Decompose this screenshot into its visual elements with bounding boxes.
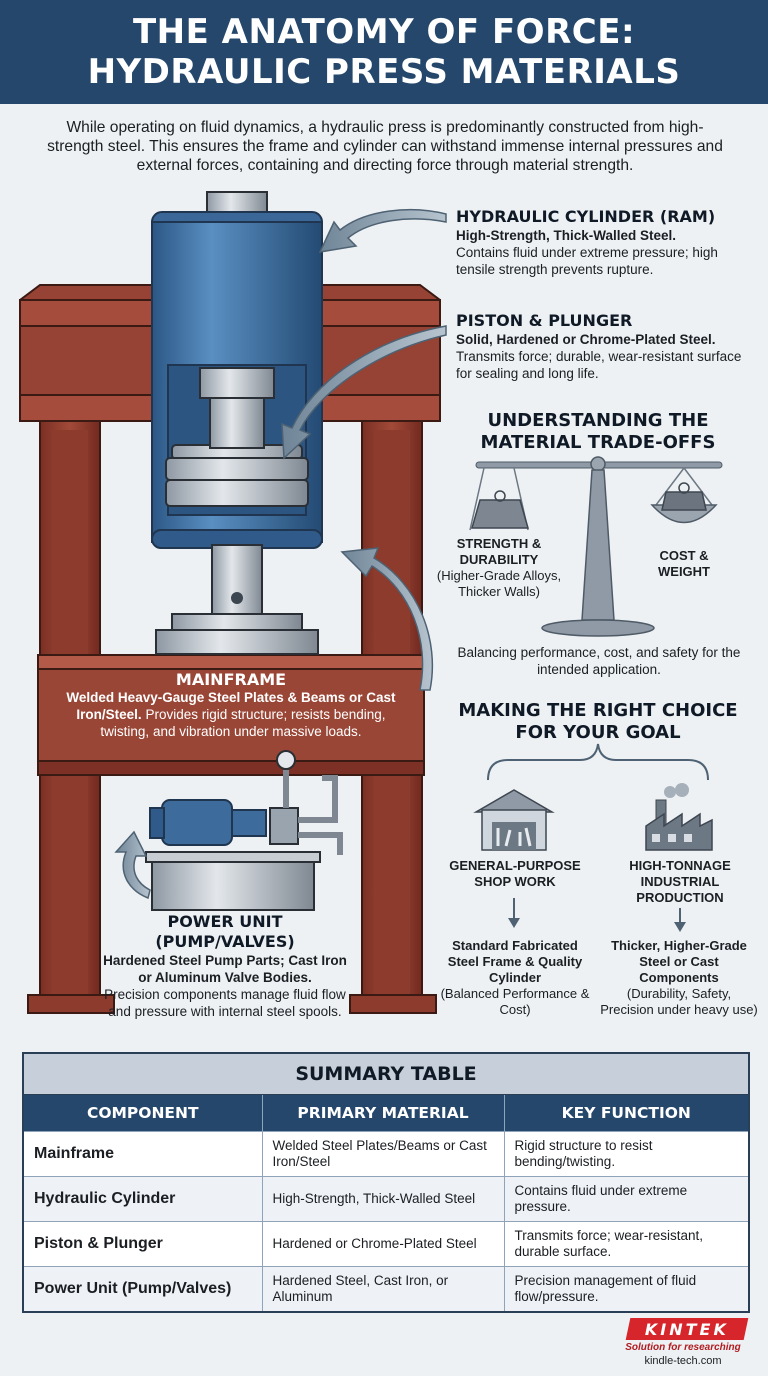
title-line-2: HYDRAULIC PRESS MATERIALS: [87, 52, 681, 92]
tradeoffs-title-2: MATERIAL TRADE-OFFS: [480, 432, 716, 453]
kintek-logo-text: KINTEK: [645, 1319, 729, 1339]
choice-title-2: FOR YOUR GOAL: [515, 722, 681, 743]
callout-power-title-1: POWER UNIT: [167, 912, 283, 931]
choice-right-result: Thicker, Higher-Grade Steel or Cast Comp…: [600, 938, 758, 1018]
table-cell: Hardened Steel, Cast Iron, or Aluminum: [262, 1266, 505, 1311]
summary-table-title: SUMMARY TABLE: [24, 1054, 748, 1095]
callout-mainframe-desc: Welded Heavy-Gauge Steel Plates & Beams …: [58, 689, 404, 740]
table-row: Power Unit (Pump/Valves) Hardened Steel,…: [24, 1266, 748, 1311]
table-cell: Piston & Plunger: [24, 1221, 263, 1267]
tradeoff-left-label: STRENGTH & DURABILITY (Higher-Grade Allo…: [436, 536, 562, 600]
choice-right-result-text: Thicker, Higher-Grade Steel or Cast Comp…: [611, 938, 747, 985]
choice-brace: [487, 743, 709, 781]
power-unit: [145, 750, 343, 911]
choice-title-1: MAKING THE RIGHT CHOICE: [458, 700, 738, 721]
kintek-logo: KINTEK: [625, 1318, 749, 1340]
callout-cylinder-material: High-Strength, Thick-Walled Steel.: [456, 228, 677, 243]
title-line-1: THE ANATOMY OF FORCE:: [132, 12, 636, 52]
mainframe-bed: [37, 654, 425, 776]
choice-left-note: (Balanced Performance & Cost): [440, 986, 590, 1017]
balance-scale-icon: [469, 456, 723, 637]
down-arrows: [508, 898, 686, 932]
table-row: Hydraulic Cylinder High-Strength, Thick-…: [24, 1176, 748, 1222]
callout-power-title-2: (PUMP/VALVES): [155, 932, 295, 951]
piston-plunger: [155, 544, 319, 655]
tradeoff-right-label: COST & WEIGHT: [636, 548, 732, 580]
callout-arrows: [114, 209, 447, 900]
callout-cylinder-title: HYDRAULIC CYLINDER (RAM): [456, 207, 716, 226]
factory-icon: [645, 783, 713, 851]
tradeoffs-caption: Balancing performance, cost, and safety …: [457, 645, 741, 677]
intro-paragraph: While operating on fluid dynamics, a hyd…: [47, 119, 723, 174]
title-banner: THE ANATOMY OF FORCE: HYDRAULIC PRESS MA…: [0, 0, 768, 104]
tradeoff-left-note: (Higher-Grade Alloys, Thicker Walls): [436, 568, 562, 599]
press-diagram: [19, 191, 723, 1014]
hydraulic-cylinder: [151, 191, 323, 549]
callout-power-unit: POWER UNIT (PUMP/VALVES) Hardened Steel …: [100, 912, 350, 1020]
table-cell: Welded Steel Plates/Beams or Cast Iron/S…: [262, 1131, 505, 1177]
choice-left-label: GENERAL-PURPOSE SHOP WORK: [449, 858, 581, 889]
callout-mainframe-material: Welded Heavy-Gauge Steel Plates & Beams …: [66, 690, 396, 722]
brand-tagline: Solution for researching: [625, 1342, 741, 1353]
choice-right-label: HIGH-TONNAGE INDUSTRIAL PRODUCTION: [629, 858, 731, 905]
table-cell: High-Strength, Thick-Walled Steel: [262, 1176, 505, 1222]
table-cell: Hardened or Chrome-Plated Steel: [262, 1221, 505, 1267]
summary-table-grid: COMPONENT PRIMARY MATERIAL KEY FUNCTION …: [24, 1095, 748, 1311]
choice-title: MAKING THE RIGHT CHOICE FOR YOUR GOAL: [450, 700, 746, 744]
table-cell: Power Unit (Pump/Valves): [24, 1266, 263, 1311]
table-header-component: COMPONENT: [24, 1095, 263, 1132]
tradeoff-left-line2: DURABILITY: [459, 552, 539, 567]
table-header-row: COMPONENT PRIMARY MATERIAL KEY FUNCTION: [24, 1095, 748, 1132]
table-row: Piston & Plunger Hardened or Chrome-Plat…: [24, 1221, 748, 1267]
tradeoff-right-line2: WEIGHT: [658, 564, 710, 579]
callout-mainframe-title: MAINFRAME: [175, 670, 287, 689]
choice-left-result: Standard Fabricated Steel Frame & Qualit…: [440, 938, 590, 1018]
callout-piston-title: PISTON & PLUNGER: [456, 311, 633, 330]
table-cell: Transmits force; wear-resistant, durable…: [504, 1221, 748, 1267]
callout-mainframe-function: Provides rigid structure; resists bendin…: [100, 707, 386, 739]
table-cell: Mainframe: [24, 1131, 263, 1177]
callout-power-desc: Precision components manage fluid flow a…: [104, 987, 346, 1019]
garage-icon: [473, 789, 555, 851]
table-cell: Hydraulic Cylinder: [24, 1176, 263, 1222]
table-header-function: KEY FUNCTION: [504, 1095, 748, 1132]
callout-cylinder-desc: Contains fluid under extreme pressure; h…: [456, 245, 718, 277]
choice-right-note: (Durability, Safety, Precision under hea…: [600, 986, 758, 1017]
table-row: Mainframe Welded Steel Plates/Beams or C…: [24, 1131, 748, 1177]
tradeoff-left-line1: STRENGTH &: [456, 536, 542, 551]
brand-website: kindle-tech.com: [644, 1355, 722, 1367]
callout-piston: PISTON & PLUNGER Solid, Hardened or Chro…: [456, 311, 756, 382]
summary-table: SUMMARY TABLE COMPONENT PRIMARY MATERIAL…: [22, 1052, 750, 1313]
table-cell: Rigid structure to resist bending/twisti…: [504, 1131, 748, 1177]
choice-left-result-text: Standard Fabricated Steel Frame & Qualit…: [447, 938, 583, 985]
tradeoffs-title: UNDERSTANDING THE MATERIAL TRADE-OFFS: [460, 410, 736, 454]
callout-power-material: Hardened Steel Pump Parts; Cast Iron or …: [103, 953, 347, 985]
table-cell: Precision management of fluid flow/press…: [504, 1266, 748, 1311]
tradeoff-right-line1: COST &: [659, 548, 709, 563]
table-header-material: PRIMARY MATERIAL: [262, 1095, 505, 1132]
callout-piston-material: Solid, Hardened or Chrome-Plated Steel.: [456, 332, 716, 347]
tradeoffs-title-1: UNDERSTANDING THE: [487, 410, 709, 431]
table-cell: Contains fluid under extreme pressure.: [504, 1176, 748, 1222]
callout-cylinder: HYDRAULIC CYLINDER (RAM) High-Strength, …: [456, 207, 756, 278]
callout-piston-desc: Transmits force; durable, wear-resistant…: [456, 349, 742, 381]
callout-mainframe: MAINFRAME Welded Heavy-Gauge Steel Plate…: [58, 670, 404, 740]
